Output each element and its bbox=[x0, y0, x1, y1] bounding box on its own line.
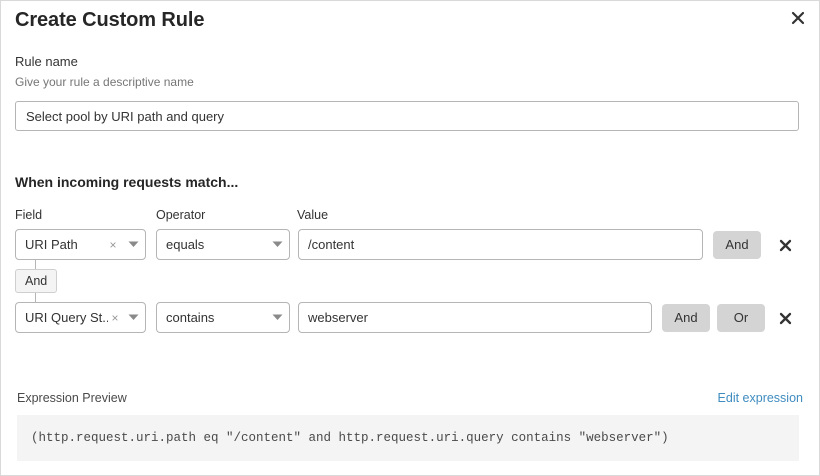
page-title: Create Custom Rule bbox=[15, 9, 205, 31]
expression-preview-code: (http.request.uri.path eq "/content" and… bbox=[31, 431, 669, 445]
field-select-2-value: URI Query St... bbox=[25, 310, 108, 325]
delete-condition-button-1[interactable] bbox=[773, 233, 797, 257]
field-select-1-value: URI Path bbox=[25, 237, 78, 252]
close-icon[interactable] bbox=[787, 7, 809, 29]
expression-preview-label: Expression Preview bbox=[17, 391, 127, 405]
value-input-1[interactable] bbox=[298, 229, 703, 260]
operator-select-1[interactable]: equals bbox=[156, 229, 290, 260]
field-select-1[interactable]: URI Path × bbox=[15, 229, 146, 260]
connector-and-badge[interactable]: And bbox=[15, 269, 58, 293]
operator-select-2[interactable]: contains bbox=[156, 302, 290, 333]
rule-name-input[interactable] bbox=[15, 101, 799, 131]
clear-icon[interactable]: × bbox=[109, 237, 117, 252]
connector-line-bottom bbox=[35, 293, 36, 302]
operator-select-1-value: equals bbox=[166, 237, 205, 252]
chevron-down-icon[interactable] bbox=[265, 241, 289, 248]
condition-connector: And bbox=[15, 260, 135, 306]
operator-select-2-value: contains bbox=[166, 310, 215, 325]
value-input-2[interactable] bbox=[298, 302, 652, 333]
column-header-value: Value bbox=[297, 208, 329, 222]
and-button-2[interactable]: And bbox=[662, 304, 710, 332]
column-header-field: Field bbox=[15, 208, 43, 222]
edit-expression-link[interactable]: Edit expression bbox=[717, 391, 803, 405]
rule-name-label: Rule name bbox=[15, 54, 78, 69]
or-button-2[interactable]: Or bbox=[717, 304, 765, 332]
chevron-down-icon[interactable] bbox=[121, 241, 145, 248]
clear-icon[interactable]: × bbox=[111, 310, 119, 325]
rule-name-hint: Give your rule a descriptive name bbox=[15, 75, 194, 89]
connector-line-top bbox=[35, 260, 36, 269]
delete-condition-button-2[interactable] bbox=[773, 306, 797, 330]
chevron-down-icon[interactable] bbox=[123, 314, 145, 321]
and-button-1[interactable]: And bbox=[713, 231, 761, 259]
column-header-operator: Operator bbox=[156, 208, 206, 222]
field-select-2[interactable]: URI Query St... × bbox=[15, 302, 146, 333]
expression-preview-box: (http.request.uri.path eq "/content" and… bbox=[17, 415, 799, 461]
chevron-down-icon[interactable] bbox=[265, 314, 289, 321]
conditions-heading: When incoming requests match... bbox=[15, 174, 239, 190]
